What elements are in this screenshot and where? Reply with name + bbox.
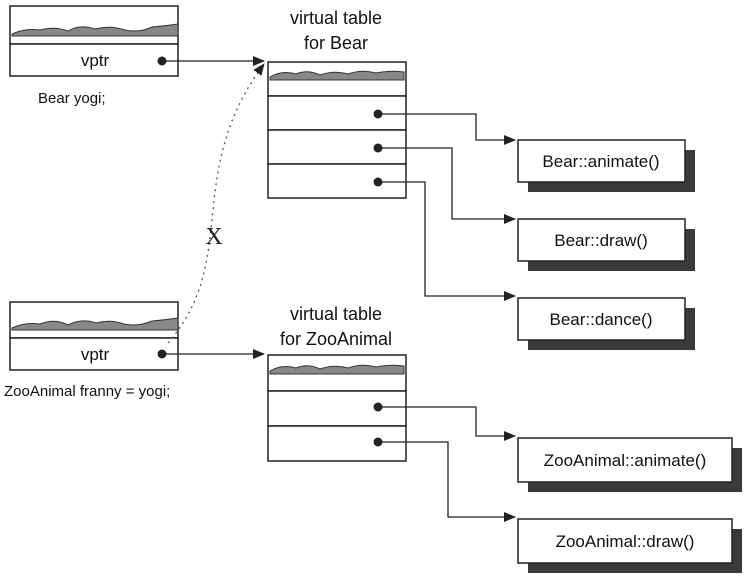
bear-vtable-slot-dance — [267, 163, 407, 199]
bear-vtable-slot-draw — [267, 129, 407, 165]
function-box-bear-draw: Bear::draw() — [517, 218, 695, 271]
bear-object: vptr Bear yogi; — [9, 5, 179, 107]
zooanimal-vtable-dot-animate — [373, 402, 383, 412]
bear-vtable-dot-animate — [373, 109, 383, 119]
zooanimal-object-data-cell — [9, 301, 179, 339]
bear-draw-label: Bear::draw() — [554, 231, 648, 250]
function-box-bear-animate: Bear::animate() — [517, 139, 695, 192]
zoo-animate-box — [517, 437, 733, 483]
zooanimal-object: vptr ZooAnimal franny = yogi; — [4, 301, 179, 400]
bear-vtable-dot-dance — [373, 177, 383, 187]
bear-vtable-dot-draw — [373, 143, 383, 153]
pointer-arrows — [166, 56, 516, 522]
bear-object-vptr-cell — [9, 43, 179, 77]
zooanimal-vtable-title-line1: virtual table — [290, 304, 382, 324]
zooanimal-vtable-slot-animate — [267, 390, 407, 427]
function-box-zoo-draw: ZooAnimal::draw() — [517, 518, 742, 573]
arrow-bear-slot-to-animate — [382, 113, 516, 145]
bear-vtable-title-line1: virtual table — [290, 8, 382, 28]
zooanimal-vtable-title-line2: for ZooAnimal — [280, 329, 392, 349]
zoo-draw-label: ZooAnimal::draw() — [556, 532, 695, 551]
bear-vtable-title-line2: for Bear — [304, 33, 368, 53]
bear-vtable-header-wave — [269, 70, 405, 81]
zoo-animate-label: ZooAnimal::animate() — [544, 451, 707, 470]
bear-vtable-slot-animate — [267, 95, 407, 131]
zooanimal-vptr-dot — [157, 349, 167, 359]
arrow-bear-slot-to-draw — [382, 147, 516, 224]
zooanimal-vptr-label: vptr — [81, 345, 110, 364]
bear-dance-label: Bear::dance() — [550, 310, 653, 329]
dotted-link-franny-to-bear-vtable — [167, 63, 265, 344]
zooanimal-vtable-slot-draw — [267, 425, 407, 462]
bear-object-caption: Bear yogi; — [38, 90, 106, 107]
bear-object-data-wave — [11, 23, 179, 37]
arrow-zoo-slot-to-animate — [382, 406, 516, 441]
arrow-bear-slot-to-dance — [382, 181, 516, 301]
function-box-zoo-animate: ZooAnimal::animate() — [517, 437, 742, 492]
zooanimal-vtable-dot-draw — [373, 437, 383, 447]
function-box-bear-dance: Bear::dance() — [517, 297, 695, 350]
bear-vtable: virtual table for Bear — [267, 8, 407, 199]
bear-animate-label: Bear::animate() — [542, 152, 659, 171]
bear-object-data-cell — [9, 5, 179, 45]
zooanimal-object-caption: ZooAnimal franny = yogi; — [4, 383, 170, 400]
zooanimal-vtable: virtual table for ZooAnimal — [267, 304, 407, 462]
bear-animate-box — [517, 139, 686, 183]
arrow-zoo-slot-to-draw — [382, 441, 516, 522]
bear-dance-box — [517, 297, 686, 341]
zoo-draw-box — [517, 518, 733, 564]
zooanimal-object-data-wave — [11, 317, 179, 331]
bear-vptr-dot — [157, 56, 167, 66]
bear-vptr-label: vptr — [81, 51, 110, 70]
zooanimal-object-vptr-cell — [9, 337, 179, 371]
rejected-link-x-mark: X — [205, 224, 222, 250]
bear-draw-box — [517, 218, 686, 262]
zooanimal-vtable-header-wave — [269, 364, 405, 375]
